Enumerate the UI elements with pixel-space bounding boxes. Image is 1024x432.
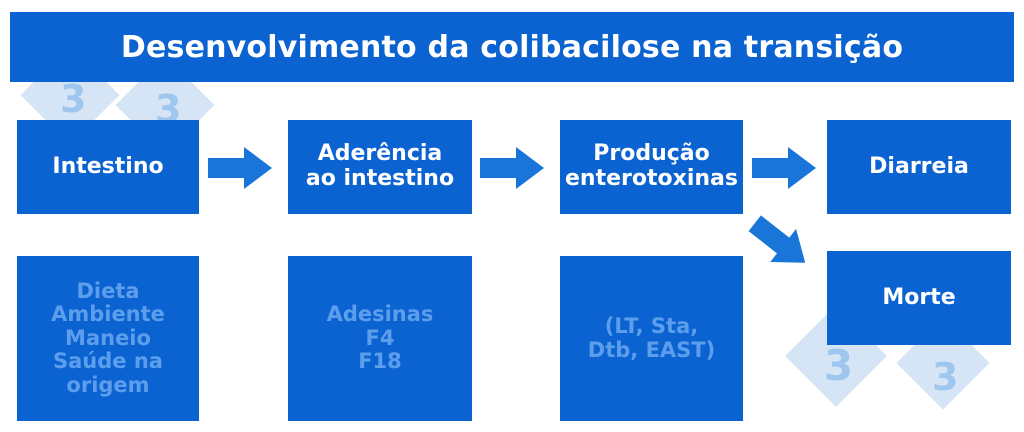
- arrow-right-icon: [480, 147, 544, 189]
- stage-box-morte: Morte: [827, 251, 1011, 345]
- stage-box-producao: Produção enterotoxinas: [560, 120, 743, 214]
- watermark-digit: 3: [824, 341, 853, 390]
- diagram-title: Desenvolvimento da colibacilose na trans…: [10, 12, 1014, 82]
- detail-box-causes: Dieta Ambiente Maneio Saúde na origem: [17, 256, 199, 421]
- detail-box-adhesins: Adesinas F4 F18: [288, 256, 472, 421]
- arrow-diagonal-down-right-icon: [748, 215, 806, 263]
- arrow-right-icon: [208, 147, 272, 189]
- stage-box-diarreia: Diarreia: [827, 120, 1011, 214]
- watermark-digit: 3: [60, 77, 86, 121]
- arrow-right-icon: [752, 147, 816, 189]
- stage-box-intestino: Intestino: [17, 120, 199, 214]
- stage-box-aderencia: Aderência ao intestino: [288, 120, 472, 214]
- watermark-digit: 3: [932, 355, 958, 399]
- detail-box-toxins: (LT, Sta, Dtb, EAST): [560, 256, 743, 421]
